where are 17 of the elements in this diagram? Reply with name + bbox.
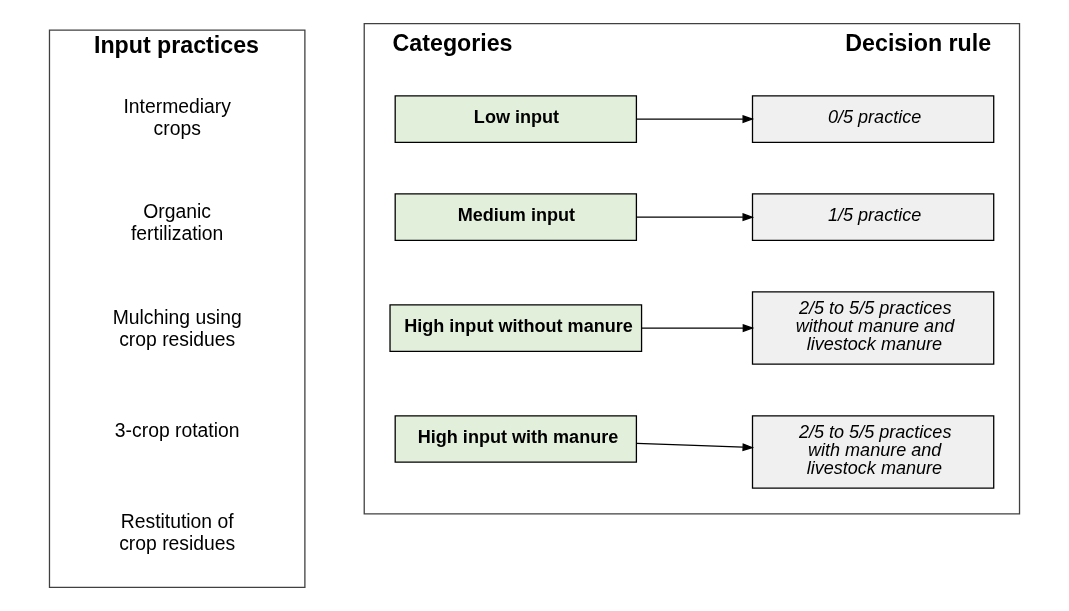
node-box: High input without manure xyxy=(389,304,643,352)
label: Restitution of crop residues xyxy=(119,510,236,554)
node-box: 2/5 to 5/5 practices with manure and livestock manure xyxy=(751,415,995,489)
node-box: High input with manure xyxy=(394,415,638,463)
arrow xyxy=(641,324,755,333)
node-box: 0/5 practice xyxy=(751,95,995,143)
label: Organic fertilization xyxy=(130,200,224,245)
label: 3-crop rotation xyxy=(114,419,240,442)
arrow xyxy=(636,213,755,222)
arrow xyxy=(636,442,755,452)
node-box: Medium input xyxy=(394,193,638,241)
node-box: 2/5 to 5/5 practices without manure and livestock manure xyxy=(751,291,995,365)
node-box: Low input xyxy=(394,95,638,143)
label: Mulching using crop residues xyxy=(112,306,242,351)
node-box: 1/5 practice xyxy=(751,193,995,241)
arrow xyxy=(636,115,755,124)
label: Intermediary crops xyxy=(123,94,231,139)
